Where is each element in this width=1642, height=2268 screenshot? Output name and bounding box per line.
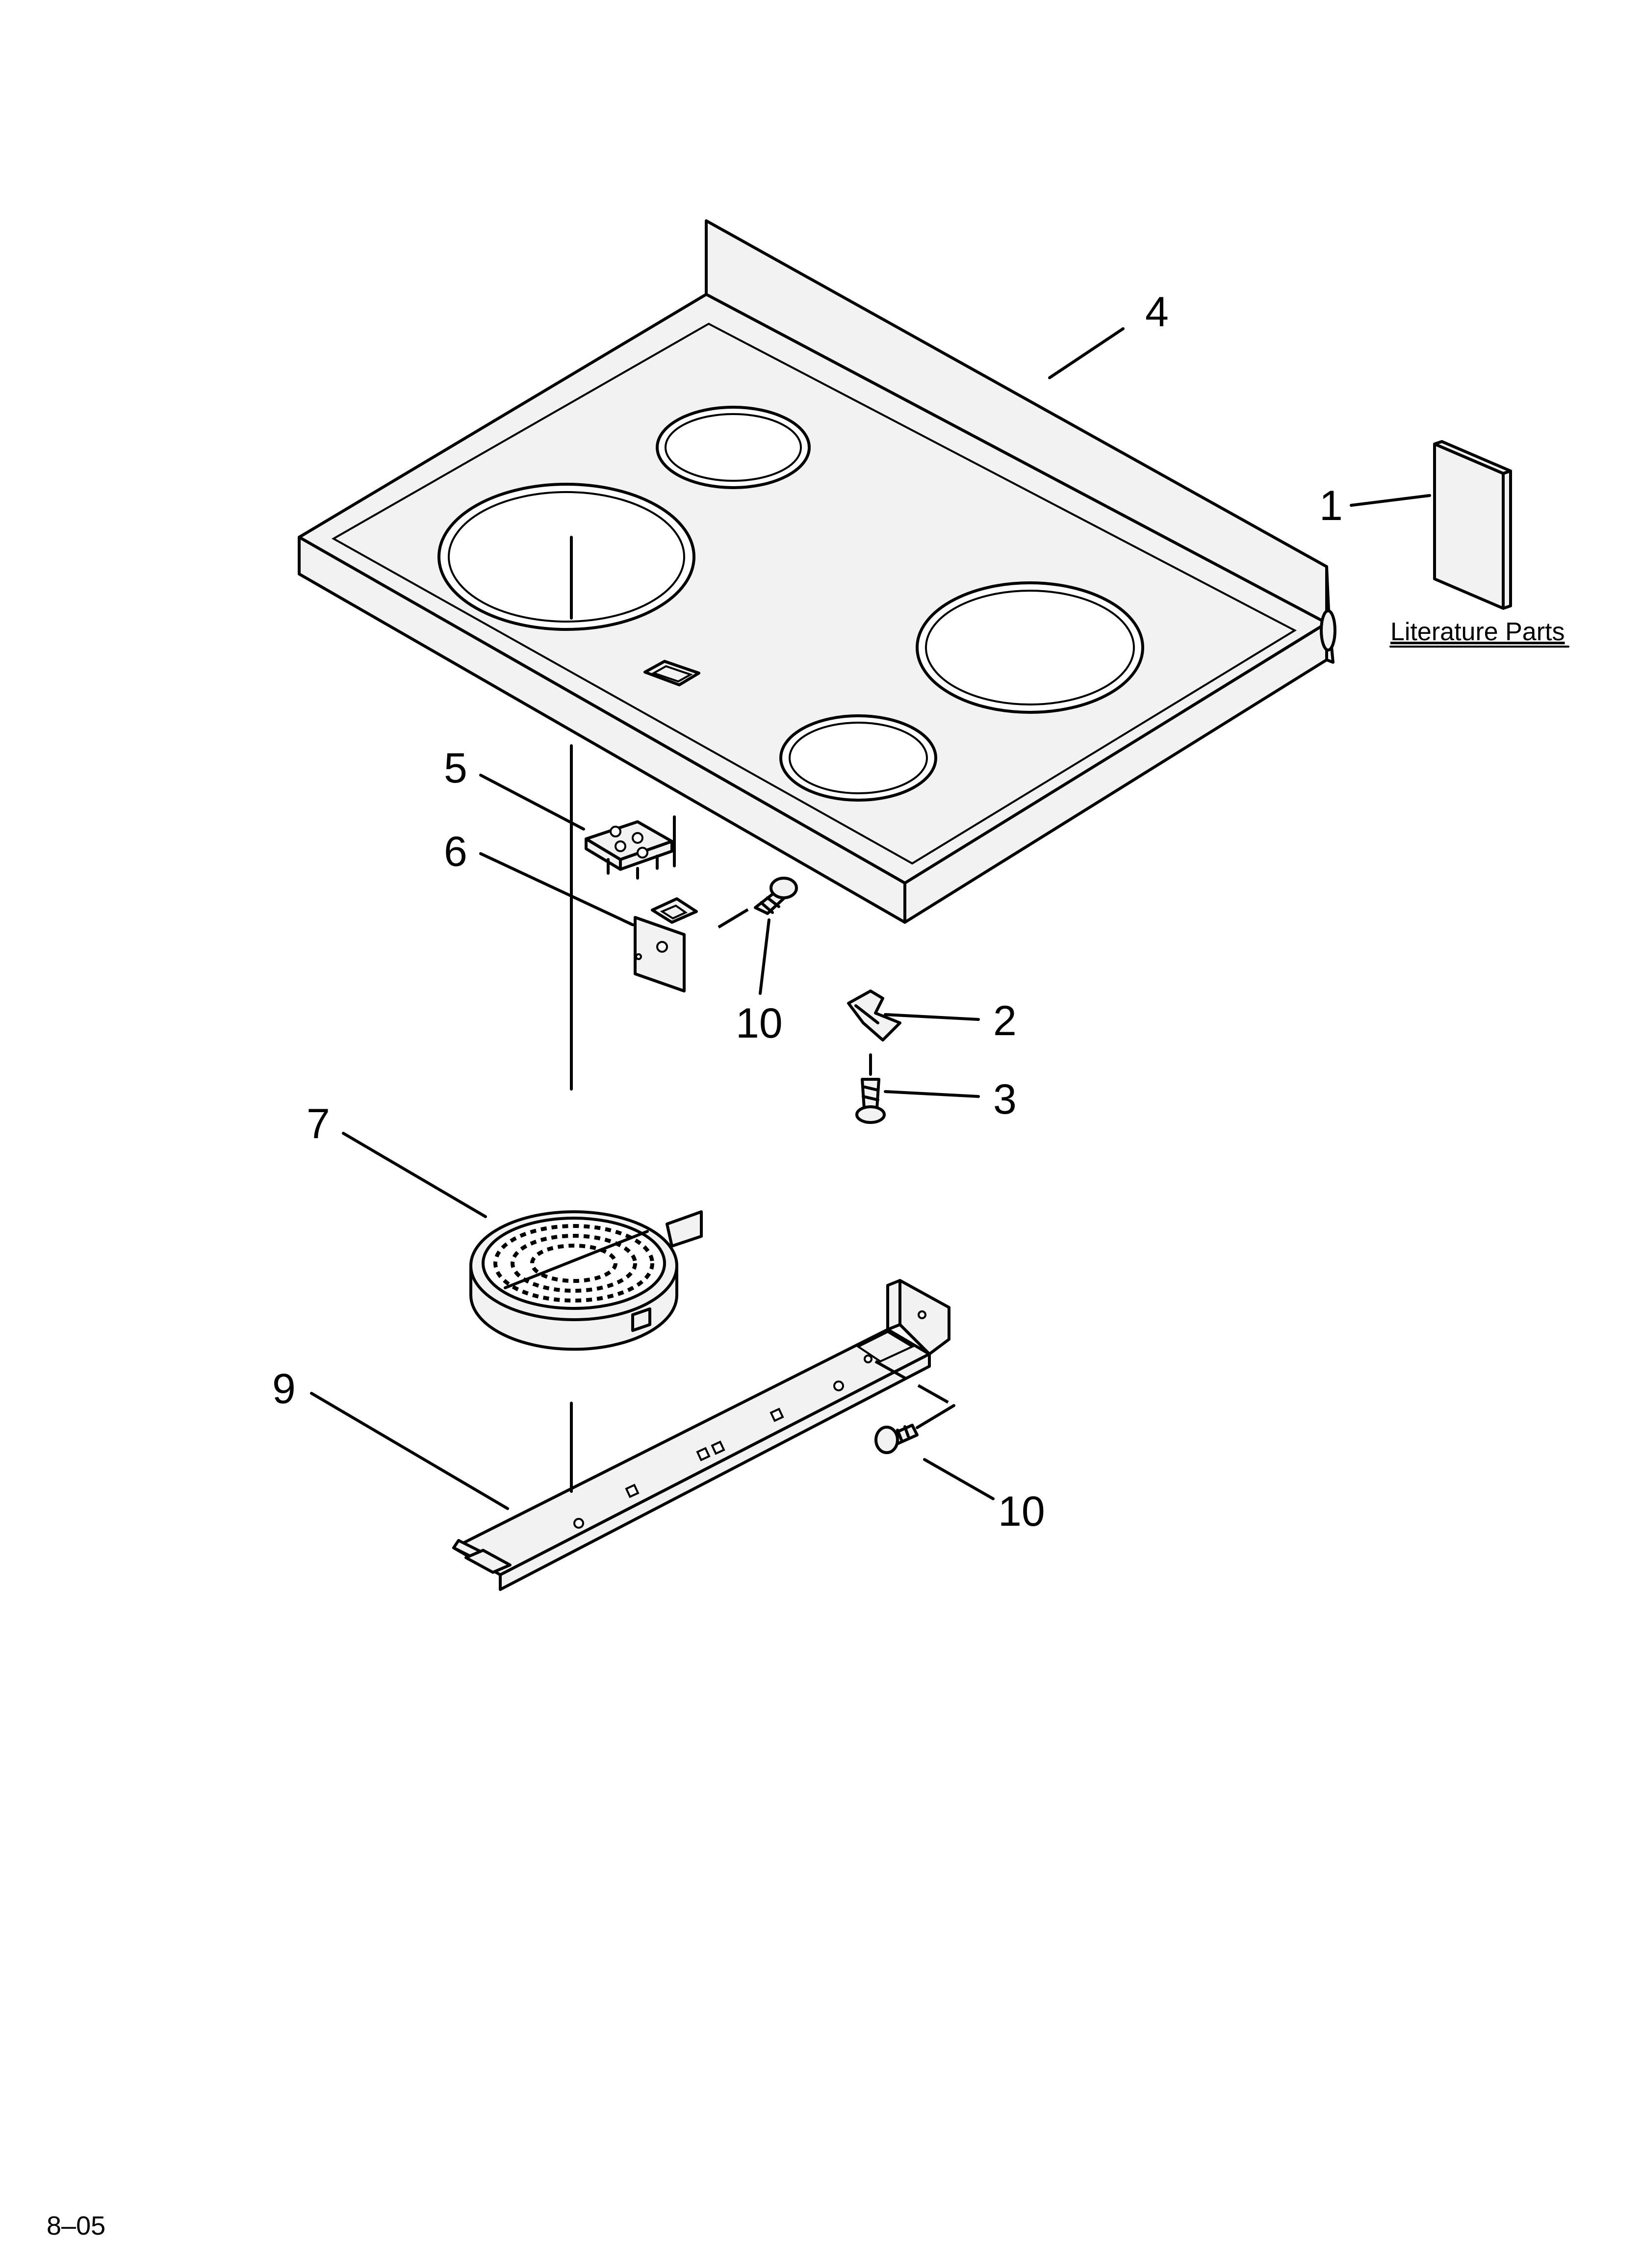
leader-lines <box>310 327 1431 1510</box>
cooktop <box>298 219 1336 924</box>
indicator-window <box>643 660 700 686</box>
literature-parts-label: Literature Parts <box>1390 618 1565 646</box>
burner-left-front <box>437 483 695 631</box>
callout-7: 7 <box>307 1100 330 1147</box>
callout-1: 1 <box>1319 482 1343 529</box>
callout-6: 6 <box>444 828 467 875</box>
burner-center-front <box>779 714 937 802</box>
literature-parts <box>1433 440 1512 610</box>
page-code: 8–05 <box>47 2211 105 2241</box>
callout-10-upper: 10 <box>736 1000 783 1047</box>
support-bar <box>452 1279 950 1591</box>
callout-5: 5 <box>444 745 467 792</box>
terminal-block <box>585 815 676 880</box>
surface-element <box>469 1210 703 1351</box>
callout-9: 9 <box>272 1365 296 1412</box>
clip <box>847 990 901 1042</box>
callouts: 4 1 5 6 10 2 3 7 9 10 <box>272 288 1343 1535</box>
callout-10-lower: 10 <box>998 1488 1045 1535</box>
burner-left-rear <box>656 406 811 489</box>
callout-3: 3 <box>993 1076 1017 1123</box>
screw-upper <box>754 877 798 915</box>
assembly-lines <box>570 744 955 1493</box>
callout-2: 2 <box>993 997 1017 1044</box>
burner-right-front <box>916 581 1144 714</box>
bracket <box>634 897 698 992</box>
callout-4: 4 <box>1145 288 1169 336</box>
screw-lower <box>874 1424 919 1454</box>
screw-3 <box>855 1053 886 1124</box>
